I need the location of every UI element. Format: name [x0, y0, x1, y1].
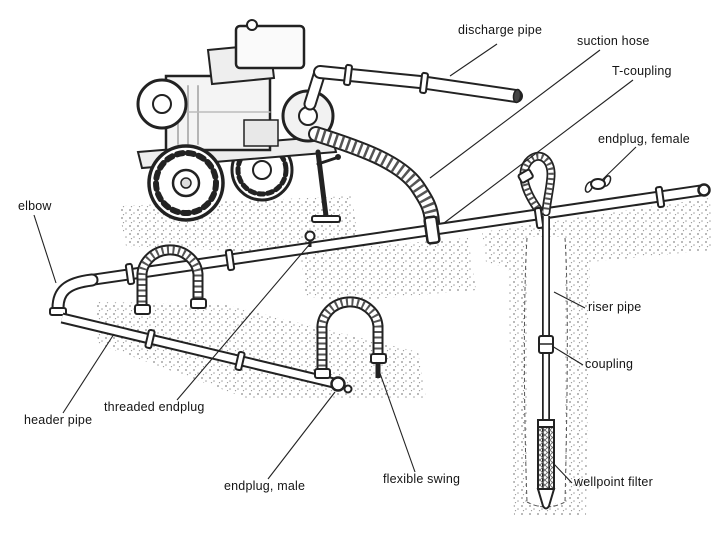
ground-texture [96, 196, 712, 515]
t-coupling [423, 215, 441, 245]
header-pipe-lower-run [60, 312, 340, 390]
flexible-swing-1 [134, 244, 207, 315]
label-flexible-swing: flexible swing [383, 472, 461, 486]
pump [136, 19, 341, 223]
threaded-endplug [304, 230, 316, 247]
label-riser-pipe: riser pipe [588, 300, 642, 314]
label-wellpoint-filter: wellpoint filter [574, 475, 653, 489]
discharge-pipe [313, 63, 523, 104]
label-endplug-male: endplug, male [224, 479, 306, 493]
label-suction-hose: suction hose [577, 34, 650, 48]
leader-lines [33, 43, 637, 484]
endplug-male [330, 376, 353, 394]
elbow [49, 273, 99, 316]
label-threaded-endplug: threaded endplug [104, 400, 205, 414]
label-header-pipe: header pipe [24, 413, 93, 427]
header-pipe-top-run [83, 183, 711, 287]
suction-hose [308, 126, 440, 230]
flexible-swing-2 [314, 296, 387, 379]
label-elbow: elbow [18, 199, 52, 213]
label-coupling: coupling [585, 357, 634, 371]
endplug-female [584, 175, 612, 193]
label-discharge-pipe: discharge pipe [458, 23, 543, 37]
label-endplug-female: endplug, female [598, 132, 690, 146]
label-t-coupling: T-coupling [612, 64, 672, 78]
wellpoint-filter [536, 419, 556, 510]
